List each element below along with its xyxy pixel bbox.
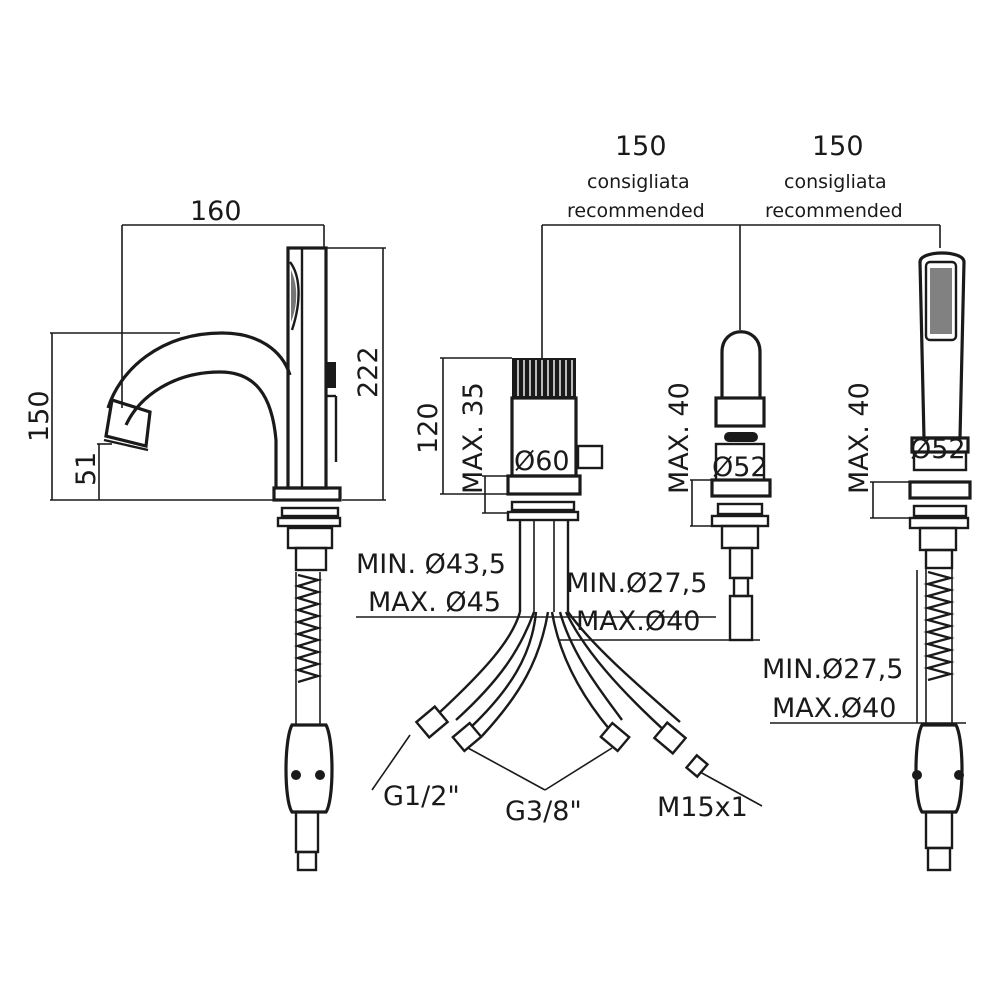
dim-spout-reach: 160 xyxy=(190,196,242,227)
dim-spacing-2: 150 xyxy=(812,131,864,162)
dim-max-hole-a: MAX. Ø45 xyxy=(368,587,501,618)
label-recommended-en-2: recommended xyxy=(765,200,903,222)
dim-dia-60: Ø60 xyxy=(514,446,570,477)
dim-thread-m15: M15x1 xyxy=(657,792,748,823)
dim-spacing-1: 150 xyxy=(615,131,667,162)
dim-body-height: 120 xyxy=(413,402,444,454)
diverter-view xyxy=(690,330,772,642)
dim-spout-under: 51 xyxy=(71,452,102,486)
dim-thread-g12: G1/2" xyxy=(383,781,460,812)
hand-shower-view xyxy=(770,251,972,872)
dim-max-40-a: MAX. 40 xyxy=(664,382,695,494)
dim-max-40-b: MAX. 40 xyxy=(844,382,875,494)
dim-thread-g38: G3/8" xyxy=(505,796,582,827)
dim-dia-52-b: Ø52 xyxy=(910,434,966,465)
label-recommended-it-1: consigliata xyxy=(587,171,690,193)
dim-max-hole-b: MAX.Ø40 xyxy=(576,606,700,637)
dim-min-hole-b: MIN.Ø27,5 xyxy=(566,568,707,599)
mixer-side-view xyxy=(50,224,386,872)
dim-dia-52-a: Ø52 xyxy=(712,452,768,483)
dim-max-35: MAX. 35 xyxy=(458,382,489,494)
dim-min-hole-a: MIN. Ø43,5 xyxy=(356,549,506,580)
label-recommended-en-1: recommended xyxy=(567,200,705,222)
dim-max-hole-c: MAX.Ø40 xyxy=(772,693,896,724)
label-recommended-it-2: consigliata xyxy=(784,171,887,193)
dim-spout-height: 150 xyxy=(24,390,55,442)
dim-min-hole-c: MIN.Ø27,5 xyxy=(762,654,903,685)
valve-body-view xyxy=(356,224,941,807)
dim-mixer-height: 222 xyxy=(353,346,384,398)
